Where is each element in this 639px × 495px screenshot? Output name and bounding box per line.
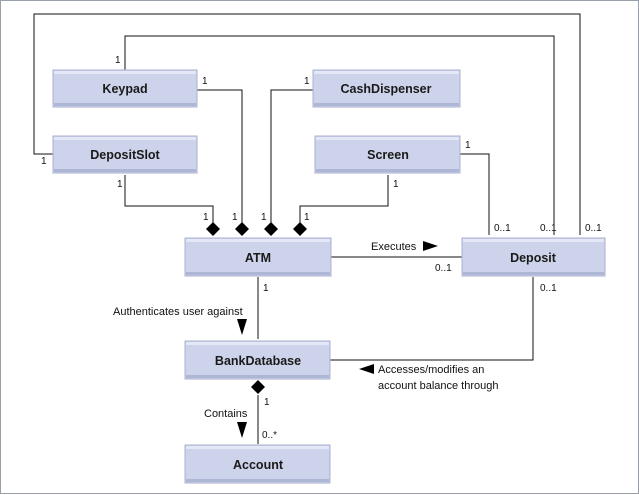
composition-diamonds [206, 222, 307, 394]
line-keypad-atm [197, 89, 243, 223]
line-depositslot-atm [124, 175, 214, 223]
class-atm: ATM [184, 237, 332, 277]
mult-screen-right: 1 [465, 140, 471, 151]
line-cashdispenser-atm [270, 89, 313, 223]
mult-outer-top-left: 1 [41, 156, 47, 167]
line-screen-deposit [460, 153, 490, 235]
class-keypad: Keypad [52, 69, 198, 108]
accesses-arrow-icon [359, 364, 374, 374]
authenticates-label: Authenticates user against [113, 306, 243, 318]
class-cashdispenser-label: CashDispenser [340, 82, 431, 96]
class-cashdispenser: CashDispenser [312, 69, 461, 108]
class-screen-label: Screen [367, 148, 409, 162]
association-labels: Executes Authenticates user against Acce… [113, 241, 498, 420]
composition-diamond-keypad [235, 222, 249, 236]
mult-depositslot-bottom: 1 [117, 179, 123, 190]
mult-bankdb-bottom: 1 [264, 397, 270, 408]
mult-atm-comp-2: 1 [232, 212, 238, 223]
authenticates-arrow-icon [237, 319, 247, 335]
class-bankdatabase-label: BankDatabase [215, 354, 301, 368]
line-screen-atm [299, 175, 389, 223]
class-screen: Screen [314, 135, 461, 174]
mult-deposit-top-1: 0..1 [494, 223, 511, 234]
class-depositslot: DepositSlot [52, 135, 198, 174]
multiplicity-labels: 1 1 1 1 1 1 1 1 1 1 1 1 0..1 0..1 0..1 0… [41, 55, 602, 441]
mult-deposit-bottom: 0..1 [540, 283, 557, 294]
mult-keypad-top-left: 1 [115, 55, 121, 66]
contains-label: Contains [204, 408, 248, 420]
class-depositslot-label: DepositSlot [90, 148, 160, 162]
mult-keypad-right: 1 [202, 76, 208, 87]
class-atm-label: ATM [245, 251, 271, 265]
connector-lines [33, 13, 581, 444]
line-deposit-bankdatabase [330, 277, 534, 361]
composition-diamond-screen [293, 222, 307, 236]
accesses-label-line2: account balance through [378, 380, 498, 392]
mult-screen-bottom: 1 [393, 179, 399, 190]
composition-diamond-bankdatabase [251, 380, 265, 394]
mult-atm-bottom: 1 [263, 283, 269, 294]
class-deposit: Deposit [461, 237, 606, 277]
mult-deposit-left: 0..1 [435, 263, 452, 274]
class-deposit-label: Deposit [510, 251, 557, 265]
line-keypad-deposit [124, 35, 555, 235]
mult-atm-comp-3: 1 [261, 212, 267, 223]
mult-cashdispenser-left: 1 [304, 76, 310, 87]
executes-label: Executes [371, 241, 417, 253]
class-bankdatabase: BankDatabase [184, 340, 331, 380]
contains-arrow-icon [237, 422, 247, 438]
composition-diamond-depositslot [206, 222, 220, 236]
mult-deposit-top-2: 0..1 [540, 223, 557, 234]
mult-atm-comp-1: 1 [203, 212, 209, 223]
class-account-label: Account [233, 458, 284, 472]
class-account: Account [184, 444, 331, 484]
mult-atm-comp-4: 1 [304, 212, 310, 223]
composition-diamond-cashdispenser [264, 222, 278, 236]
accesses-label-line1: Accesses/modifies an [378, 364, 484, 376]
class-keypad-label: Keypad [102, 82, 147, 96]
mult-account-top: 0..* [262, 430, 277, 441]
direction-arrows [237, 241, 438, 438]
line-depositslot-deposit-outer [33, 13, 581, 235]
executes-arrow-icon [423, 241, 438, 251]
mult-deposit-top-3: 0..1 [585, 223, 602, 234]
